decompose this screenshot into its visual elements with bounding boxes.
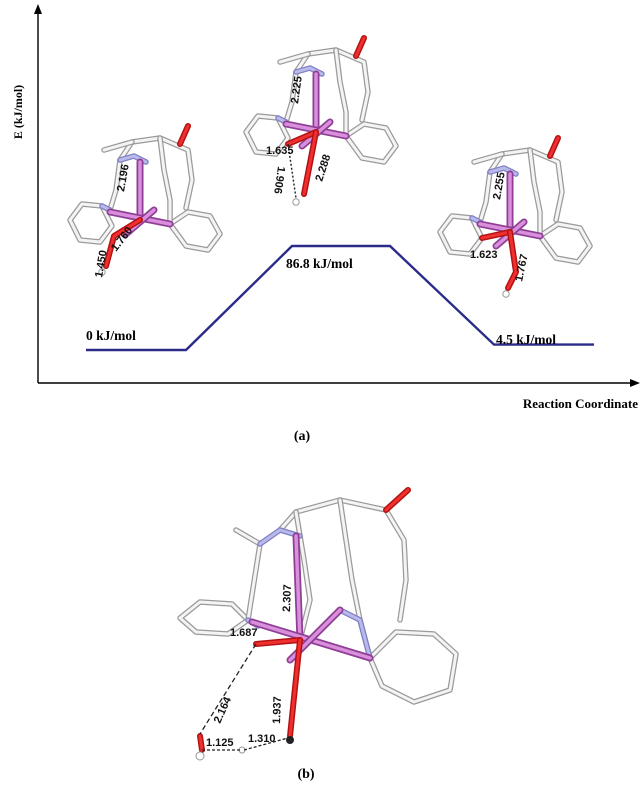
level-label-product: 4.5 kJ/mol <box>496 332 556 347</box>
distance-label: 1.450 <box>93 249 110 278</box>
distance-label: 1.767 <box>513 253 530 282</box>
level-label-reactant: 0 kJ/mol <box>86 328 136 343</box>
distance-label: 1.635 <box>266 145 294 157</box>
distance-label: 2.164 <box>212 694 235 725</box>
y-axis-label: E (kJ/mol) <box>11 85 25 139</box>
distance-label: 2.196 <box>115 163 132 192</box>
structure-transition-state: 2.225 1.635 2.288 1.906 <box>246 38 396 206</box>
y-axis-arrow <box>34 4 42 14</box>
distance-label: 1.906 <box>271 166 287 195</box>
caption-a: (a) <box>294 429 311 444</box>
distance-label: 2.255 <box>491 171 508 200</box>
energy-profile-line <box>86 244 594 352</box>
distance-label: 2.288 <box>313 153 333 183</box>
distance-label: 1.937 <box>271 696 284 724</box>
energy-diagram: E (kJ/mol) Reaction Coordinate 0 kJ/mol … <box>11 4 640 411</box>
distance-label: 1.623 <box>470 249 498 261</box>
caption-b: (b) <box>297 767 314 782</box>
structure-product: 2.255 1.623 1.767 <box>440 138 590 298</box>
x-axis-arrow <box>630 379 640 387</box>
structure-reactant: 2.196 1.760 1.450 <box>70 126 220 279</box>
distance-label: 1.687 <box>230 627 258 639</box>
distance-label: 2.225 <box>289 75 305 104</box>
structure-b: 2.307 1.687 2.164 1.937 1.125 1.310 <box>177 487 459 761</box>
level-label-transition-state: 86.8 kJ/mol <box>286 256 353 271</box>
x-axis-label: Reaction Coordinate <box>523 396 638 411</box>
distance-label: 1.125 <box>206 737 234 749</box>
distance-label: 2.307 <box>281 584 294 612</box>
distance-label: 1.310 <box>248 733 276 745</box>
